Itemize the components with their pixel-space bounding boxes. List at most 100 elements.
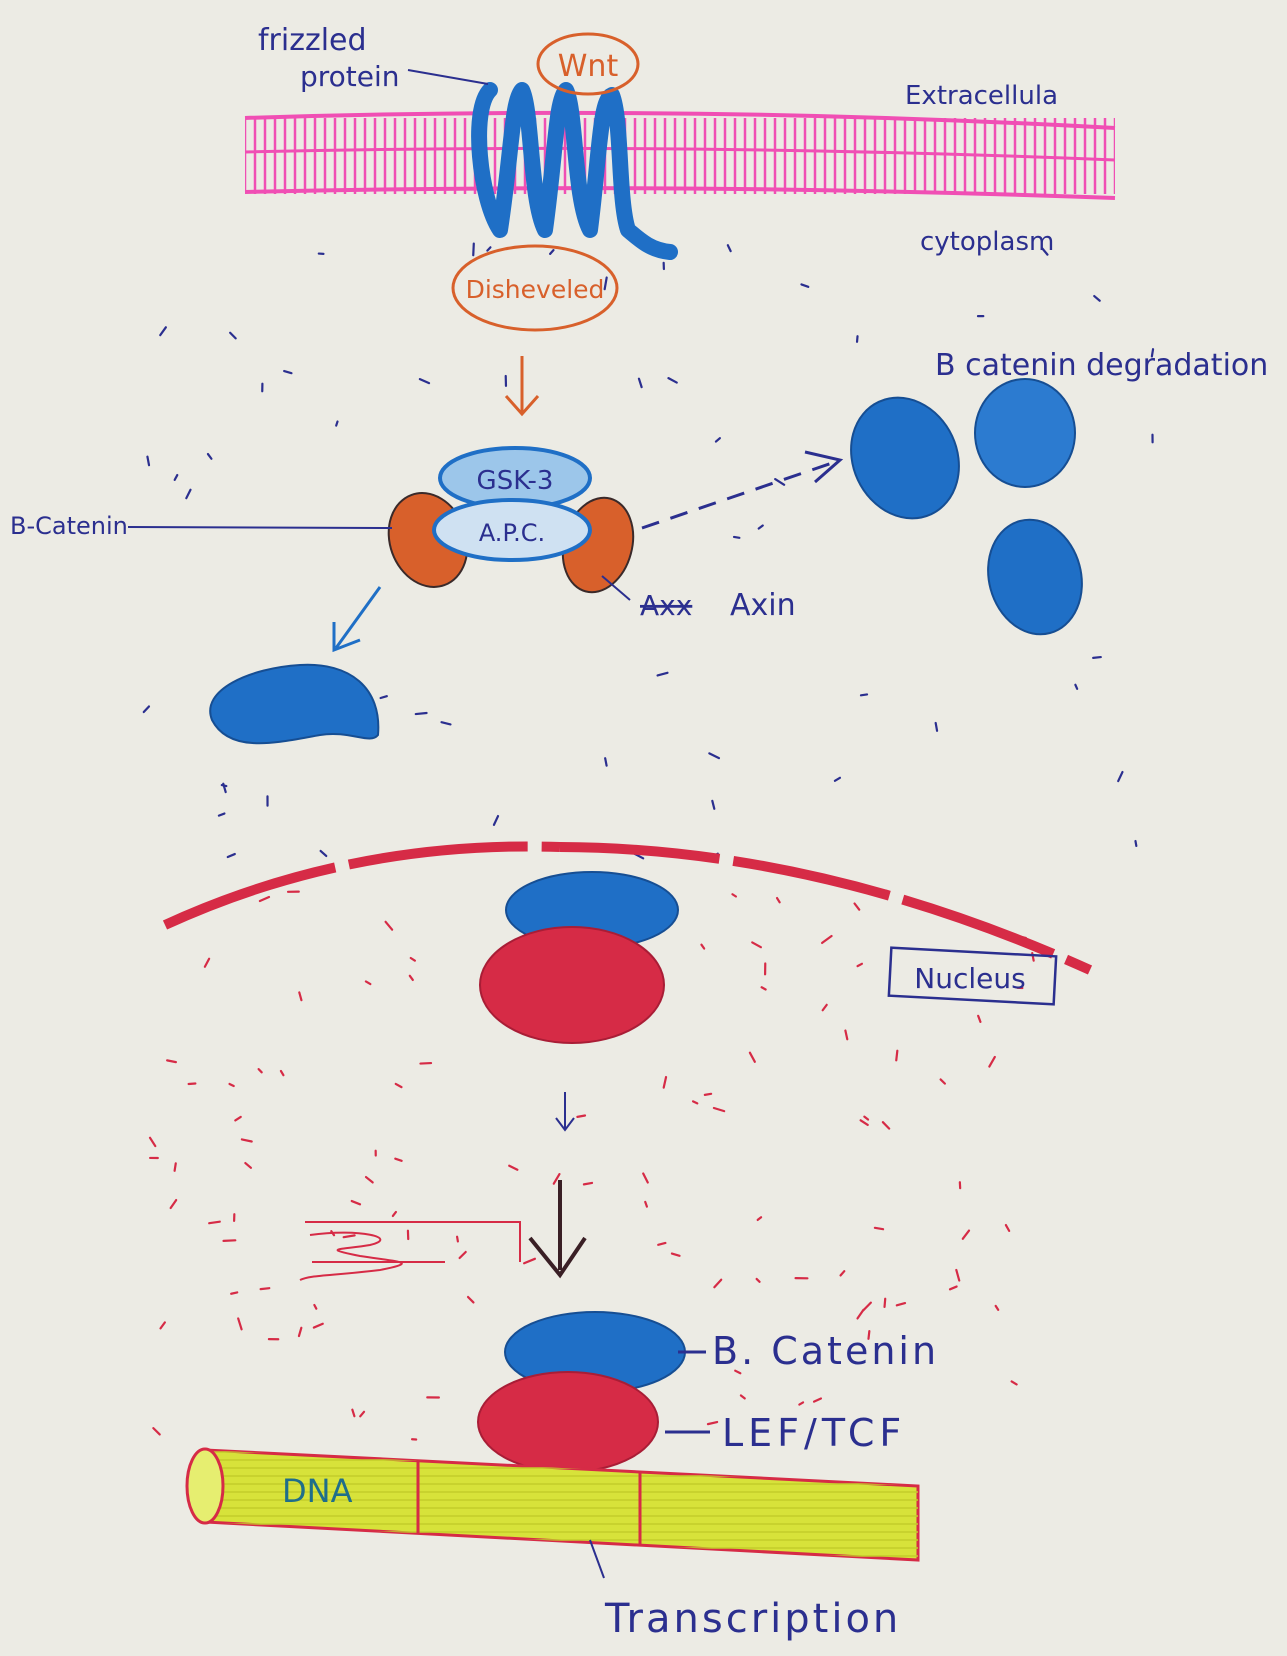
speckle-mark (167, 1060, 176, 1062)
speckle-mark (231, 1292, 237, 1293)
speckle-mark (161, 1322, 165, 1328)
degraded-blob (832, 380, 979, 536)
speckle-mark (752, 942, 761, 947)
degraded-blob (975, 379, 1075, 487)
speckle-mark (411, 958, 415, 961)
speckle-mark (734, 537, 739, 538)
speckle-mark (708, 1422, 717, 1424)
speckle-mark (259, 1069, 262, 1072)
speckle-mark (1075, 685, 1077, 689)
speckle-mark (758, 1217, 761, 1220)
speckle-mark (858, 1310, 864, 1319)
speckle-mark (209, 1222, 220, 1224)
speckle-mark (242, 1139, 252, 1141)
speckle-mark (732, 894, 735, 896)
speckle-mark (701, 945, 704, 949)
speckle-mark (584, 1183, 592, 1184)
extracellular-label: Extracellula (905, 81, 1058, 111)
speckle-mark (996, 1306, 999, 1310)
speckle-mark (314, 1305, 316, 1309)
arrow-to-free-beta-catenin (334, 587, 380, 650)
speckle-mark (643, 1174, 648, 1183)
speckle-mark (208, 454, 211, 459)
axin-label: Axin (730, 588, 796, 623)
speckle-mark (550, 250, 553, 254)
speckle-mark (473, 244, 474, 256)
speckle-mark (896, 1051, 897, 1061)
speckle-mark (360, 1412, 364, 1417)
arrow-disheveled-to-complex (506, 356, 538, 414)
lef-tcf-nuclear (480, 927, 664, 1043)
beta-catenin-bottom-label: B. Catenin (712, 1329, 939, 1373)
transcription-label: Transcription (604, 1596, 901, 1642)
speckle-mark (228, 854, 235, 857)
speckle-mark (494, 816, 498, 825)
speckle-mark (605, 278, 607, 290)
beta-catenin-leader-line (128, 527, 392, 528)
speckle-mark (835, 778, 840, 781)
speckle-mark (352, 1201, 360, 1204)
speckle-mark (750, 1053, 755, 1062)
speckle-mark (714, 1108, 724, 1111)
nucleus-label: Nucleus (914, 962, 1025, 995)
speckle-mark (823, 1005, 827, 1010)
scribble-marks (300, 1222, 520, 1280)
degraded-beta-catenin (832, 379, 1095, 645)
speckle-mark (645, 1202, 647, 1207)
speckle-mark (693, 1101, 697, 1103)
speckle-mark (144, 706, 149, 712)
speckle-mark (861, 694, 867, 695)
speckle-mark (883, 1122, 889, 1128)
degradation-label: B catenin degradation (935, 348, 1268, 383)
speckle-mark (762, 987, 766, 989)
speckle-mark (858, 964, 862, 966)
speckle-mark (864, 1117, 868, 1120)
speckle-mark (950, 1287, 957, 1290)
frizzled-label-line2: protein (300, 60, 400, 93)
nuclear-complex (480, 872, 678, 1043)
speckle-mark (147, 457, 149, 466)
frizzled-leader-line (408, 70, 488, 84)
speckle-mark (468, 1297, 473, 1302)
speckle-mark (639, 379, 642, 387)
lef-tcf-bound (478, 1372, 658, 1472)
speckle-mark (705, 1094, 711, 1095)
transcription-leader-line (590, 1540, 604, 1578)
speckle-mark (863, 1303, 870, 1311)
speckle-mark (845, 1031, 847, 1040)
speckle-mark (175, 475, 178, 480)
speckle-mark (284, 371, 291, 373)
speckle-mark (855, 903, 860, 909)
degraded-blob (976, 509, 1095, 645)
speckle-mark (171, 1200, 177, 1208)
speckle-mark (716, 438, 720, 441)
speckle-mark (897, 1303, 905, 1305)
speckle-mark (396, 1084, 402, 1087)
speckle-mark (757, 1279, 760, 1282)
speckle-mark (222, 785, 227, 786)
speckle-mark (344, 1235, 355, 1237)
lef-tcf-label: LEF/TCF (722, 1411, 906, 1455)
speckle-mark (709, 753, 719, 758)
arrow-small-nucleus (556, 1092, 574, 1130)
speckle-mark (186, 490, 190, 498)
speckle-mark (741, 1395, 745, 1398)
dna-label: DNA (282, 1472, 353, 1510)
arrow-to-degradation (642, 452, 840, 528)
speckle-mark (658, 673, 668, 676)
speckle-mark (759, 526, 763, 529)
speckle-mark (509, 1166, 517, 1170)
speckle-mark (261, 1288, 270, 1289)
speckle-mark (245, 1163, 251, 1168)
free-beta-catenin (210, 665, 378, 743)
speckle-mark (230, 1084, 234, 1086)
speckle-mark (416, 713, 427, 714)
speckle-mark (963, 1231, 969, 1239)
frizzled-label-line1: frizzled (258, 23, 367, 58)
speckle-mark (978, 1016, 980, 1022)
speckle-mark (281, 1071, 284, 1075)
speckle-mark (442, 722, 451, 724)
speckle-mark (956, 1270, 959, 1281)
speckle-mark (460, 1252, 466, 1258)
